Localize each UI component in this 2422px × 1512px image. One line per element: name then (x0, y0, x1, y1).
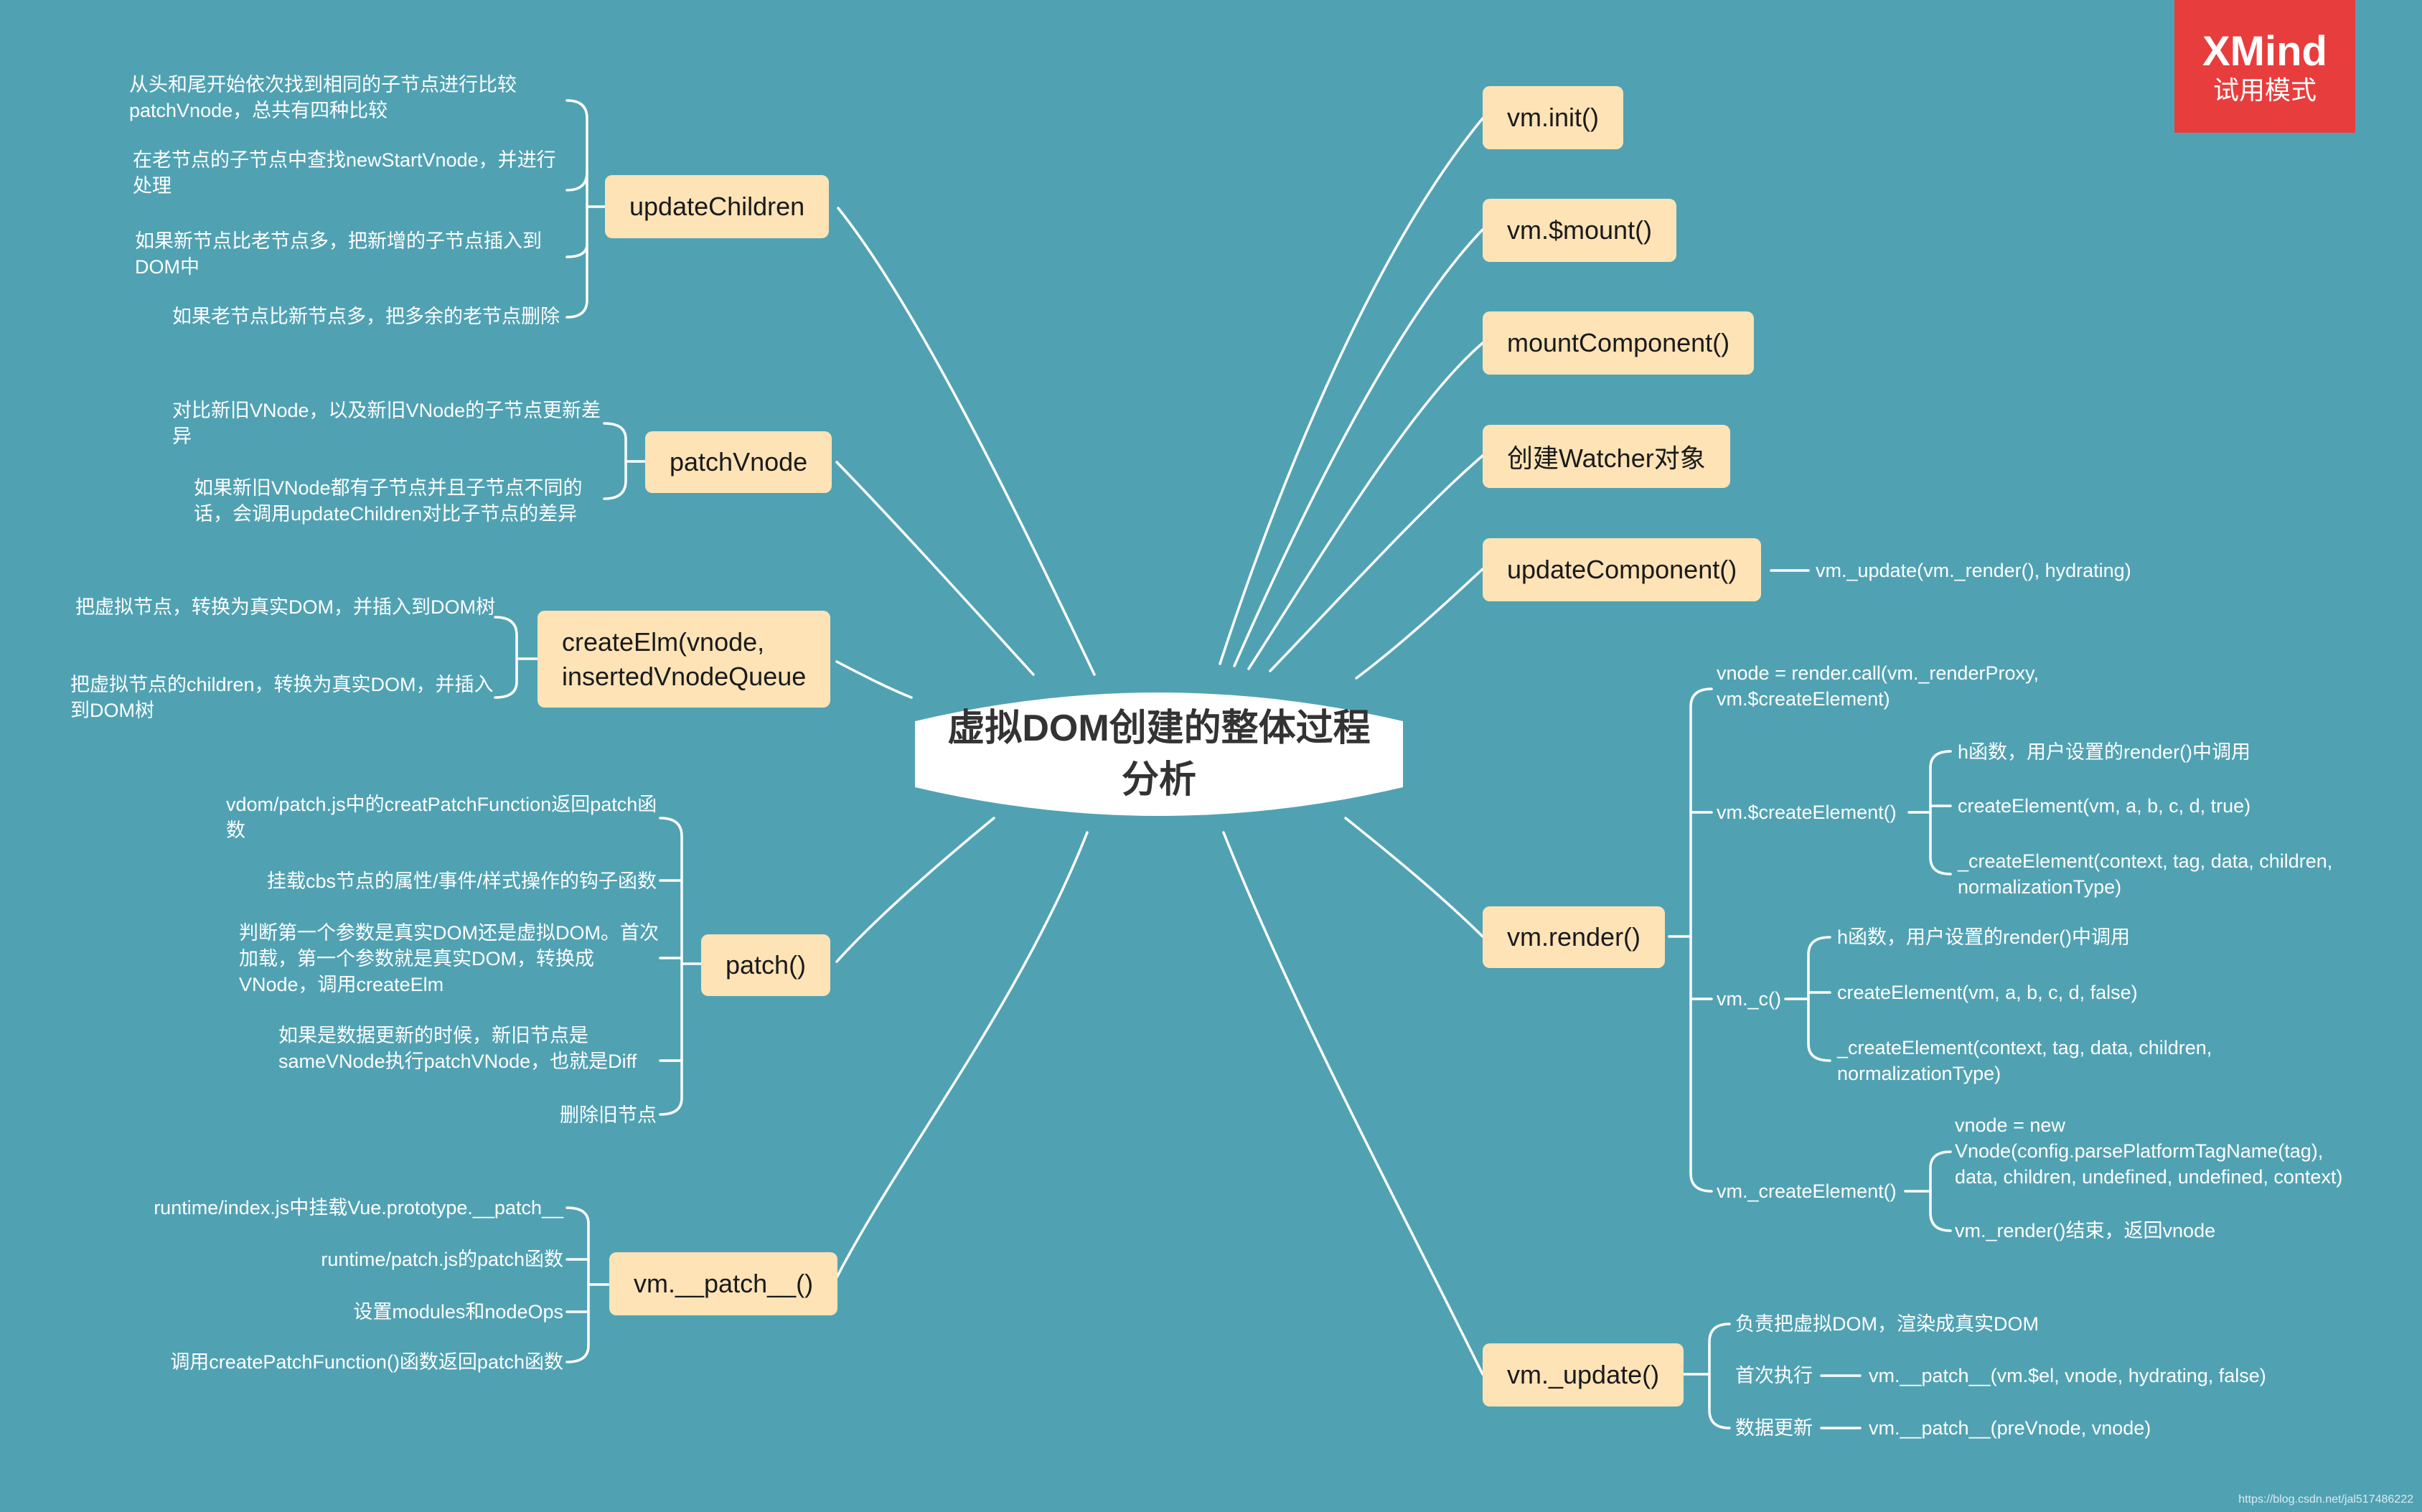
node-label: mountComponent() (1507, 328, 1730, 357)
patch-item-4: 如果是数据更新的时候，新旧节点是sameVNode执行patchVNode，也就… (278, 1025, 637, 1072)
trial-mode-label: 试用模式 (2212, 75, 2317, 105)
node-label: vm.__patch__() (634, 1269, 814, 1298)
vm-update-item-2-detail: vm.__patch__(vm.$el, vnode, hydrating, f… (1869, 1365, 2266, 1386)
node-label: patch() (726, 950, 807, 980)
vm-c-item-1: h函数，用户设置的render()中调用 (1837, 926, 2131, 948)
update-children-item-3: 如果新节点比老节点多，把新增的子节点插入到DOM中 (135, 230, 542, 278)
watermark: https://blog.csdn.net/jal517486222 (2238, 1493, 2413, 1506)
create-elm-item-1: 把虚拟节点，转换为真实DOM，并插入到DOM树 (75, 596, 495, 618)
vm-create-element-item-1: h函数，用户设置的render()中调用 (1958, 741, 2251, 763)
node-update-children[interactable]: updateChildren (605, 175, 830, 238)
node-vm-render[interactable]: vm.render() (1483, 906, 1666, 968)
vm-c-label: vm._c() (1717, 988, 1781, 1010)
vm-render-vnode: vnode = render.call(vm._renderProxy, vm.… (1717, 662, 2039, 710)
patch-item-3: 判断第一个参数是真实DOM还是虚拟DOM。首次加载，第一个参数就是真实DOM，转… (239, 922, 659, 995)
node-vm-patch[interactable]: vm.__patch__() (609, 1252, 838, 1315)
vm-patch-item-1: runtime/index.js中挂载Vue.prototype.__patch… (154, 1197, 563, 1218)
patch-item-2: 挂载cbs节点的属性/事件/样式操作的钩子函数 (266, 870, 657, 892)
node-label: 创建Watcher对象 (1507, 443, 1706, 473)
vm-update-item-3-detail: vm.__patch__(preVnode, vnode) (1869, 1417, 2151, 1439)
node-label: vm.render() (1507, 922, 1641, 952)
central-topic-title: 虚拟DOM创建的整体过程分析 (947, 708, 1371, 801)
vm-update-item-3-label: 数据更新 (1735, 1417, 1813, 1439)
update-children-item-4: 如果老节点比新节点多，把多余的老节点删除 (172, 306, 560, 327)
node-label: updateChildren (629, 192, 805, 221)
node-create-watcher[interactable]: 创建Watcher对象 (1483, 425, 1730, 488)
vm-create-element-item-2: createElement(vm, a, b, c, d, true) (1958, 795, 2251, 817)
node-label: vm._update() (1507, 1360, 1660, 1389)
node-update-component[interactable]: updateComponent() (1483, 538, 1762, 601)
vm-underscore-create-element-item-1: vnode = new Vnode(config.parsePlatformTa… (1955, 1114, 2343, 1188)
node-label: patchVnode (670, 447, 808, 476)
vm-patch-item-4: 调用createPatchFunction()函数返回patch函数 (170, 1351, 563, 1373)
patch-item-1: vdom/patch.js中的creatPatchFunction返回patch… (226, 794, 657, 841)
vm-patch-item-2: runtime/patch.js的patch函数 (321, 1249, 563, 1270)
central-topic-shape (915, 692, 1403, 816)
node-label: updateComponent() (1507, 555, 1737, 584)
central-topic[interactable]: 虚拟DOM创建的整体过程分析 (908, 678, 1410, 830)
create-elm-item-2: 把虚拟节点的children，转换为真实DOM，并插入到DOM树 (70, 674, 494, 721)
vm-c-item-2: createElement(vm, a, b, c, d, false) (1837, 982, 2138, 1003)
node-mount-component[interactable]: mountComponent() (1483, 311, 1755, 375)
update-children-item-1: 从头和尾开始依次找到相同的子节点进行比较patchVnode，总共有四种比较 (129, 74, 517, 121)
patch-vnode-item-1: 对比新旧VNode，以及新旧VNode的子节点更新差异 (172, 400, 601, 447)
node-patch[interactable]: patch() (701, 934, 831, 996)
vm-update-item-1: 负责把虚拟DOM，渲染成真实DOM (1735, 1313, 2039, 1335)
node-vm-init[interactable]: vm.init() (1483, 86, 1623, 149)
vm-create-element-label: vm.$createElement() (1717, 802, 1897, 823)
node-label: vm.$mount() (1507, 215, 1653, 245)
node-create-elm[interactable]: createElm(vnode, insertedVnodeQueue (538, 611, 831, 708)
vm-patch-item-3: 设置modules和nodeOps (353, 1301, 563, 1323)
vm-underscore-create-element-item-2: vm._render()结束，返回vnode (1955, 1220, 2216, 1241)
patch-item-5: 删除旧节点 (560, 1104, 657, 1126)
node-label-line-2: insertedVnodeQueue (562, 661, 807, 691)
node-patch-vnode[interactable]: patchVnode (645, 431, 832, 493)
vm-c-item-3: _createElement(context, tag, data, child… (1837, 1037, 2212, 1084)
vm-create-element-item-3: _createElement(context, tag, data, child… (1958, 850, 2333, 898)
vm-underscore-create-element-label: vm._createElement() (1717, 1180, 1897, 1202)
node-label: vm.init() (1507, 103, 1599, 132)
node-vm-update[interactable]: vm._update() (1483, 1343, 1684, 1407)
node-vm-mount[interactable]: vm.$mount() (1483, 199, 1677, 262)
vm-update-item-2-label: 首次执行 (1735, 1365, 1813, 1386)
xmind-logo: XMind (2202, 28, 2327, 75)
node-label-line-1: createElm(vnode, (562, 626, 765, 657)
patch-vnode-item-2: 如果新旧VNode都有子节点并且子节点不同的话，会调用updateChildre… (194, 477, 583, 525)
update-children-item-2: 在老节点的子节点中查找newStartVnode，并进行处理 (133, 149, 556, 197)
update-component-child: vm._update(vm._render(), hydrating) (1816, 560, 2131, 581)
xmind-trial-badge: XMind 试用模式 (2174, 0, 2355, 133)
